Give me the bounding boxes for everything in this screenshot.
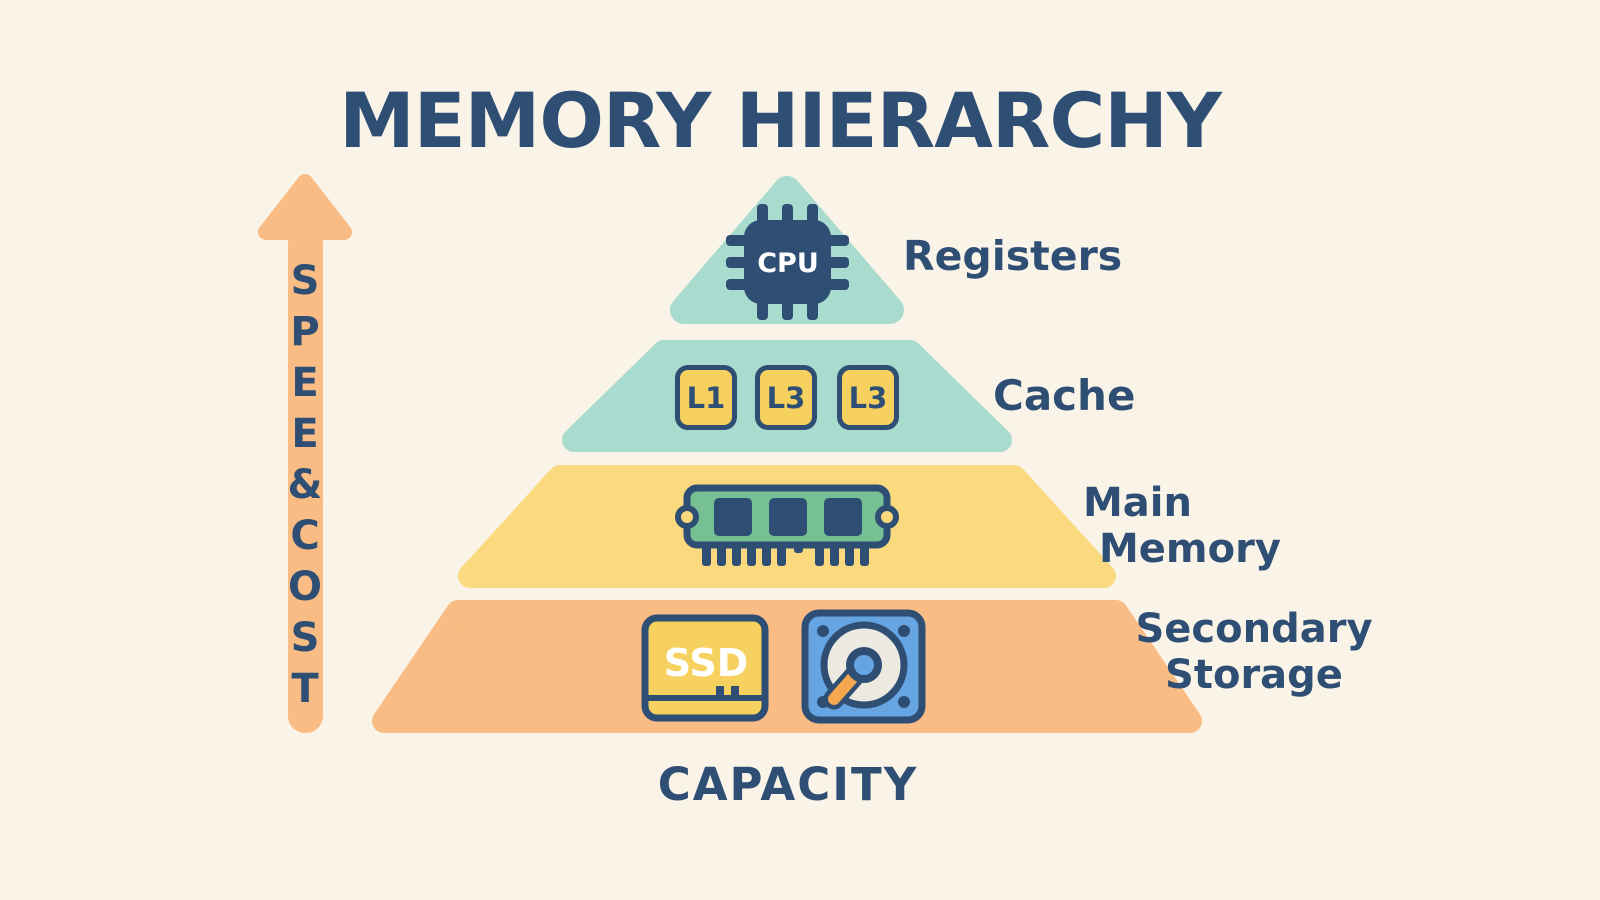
secondary-storage-label-line1: Secondary <box>1135 606 1373 652</box>
page-title: MEMORY HIERARCHY <box>339 76 1222 165</box>
pyramid-level-registers: CPU <box>670 176 904 324</box>
cache-box-l2-label: L3 <box>766 380 806 415</box>
hdd-icon <box>801 609 926 724</box>
cache-box-l1-label: L1 <box>686 380 726 415</box>
pyramid-level-secondary-storage: SSD <box>372 600 1202 733</box>
ssd-label: SSD <box>664 641 749 685</box>
main-memory-label-line1: Main <box>1083 480 1192 526</box>
speed-cost-label: SPEE&COST <box>282 258 328 717</box>
ram-stick-icon <box>675 484 899 566</box>
cache-box-l2: L3 <box>755 365 817 430</box>
main-memory-label-line2: Memory <box>1099 526 1281 572</box>
arrow-shaft <box>288 226 323 733</box>
cpu-chip-label: CPU <box>757 248 819 279</box>
secondary-storage-label: Secondary Storage <box>1098 606 1410 698</box>
cache-box-l3: L3 <box>837 365 899 430</box>
cache-box-l1: L1 <box>675 365 737 430</box>
capacity-label: CAPACITY <box>657 758 919 811</box>
cache-box-l3-label: L3 <box>848 380 888 415</box>
speed-cost-arrow <box>258 174 352 733</box>
cache-label: Cache <box>993 371 1136 420</box>
main-memory-label: Main Memory <box>1083 480 1281 572</box>
secondary-storage-label-line2: Storage <box>1165 652 1343 698</box>
arrow-head <box>258 174 352 240</box>
secondary-storage-layer-shape <box>372 600 1202 733</box>
pyramid-level-main-memory <box>458 465 1116 588</box>
cpu-chip-icon: CPU <box>726 204 849 320</box>
ssd-icon: SSD <box>641 614 769 722</box>
registers-label: Registers <box>903 232 1123 280</box>
